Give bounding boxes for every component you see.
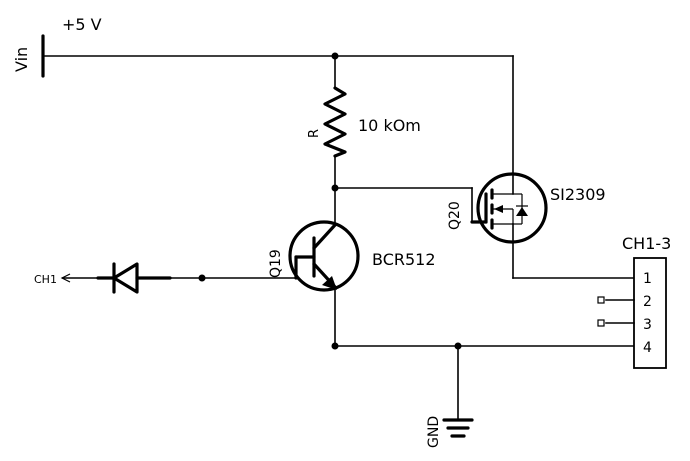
resistor-value-label: 10 kOm [358,116,421,135]
pmos-ref-label: Q20 [447,201,463,230]
supply-voltage-label: +5 V [62,15,102,34]
connector-pin-label: 3 [643,317,652,333]
pmos-transistor-symbol [470,172,548,244]
unconnected-pin-marker [597,296,605,304]
pmos-part-label: SI2309 [550,185,606,204]
resistor-symbol [323,55,347,189]
supply-net-label: Vin [12,47,31,72]
input-arrow-icon [60,273,99,283]
npn-transistor-symbol [288,220,360,292]
connector-pin-label: 4 [643,340,652,356]
ground-icon [442,418,474,438]
input-net-label: CH1 [34,273,57,286]
connector-pin-label: 1 [643,271,652,287]
npn-ref-label: Q19 [268,249,284,278]
ground-net-label: GND [426,416,442,448]
connector-body [633,257,667,369]
supply-symbol [41,34,514,78]
connector-ref-label: CH1-3 [622,234,671,253]
npn-part-label: BCR512 [372,250,436,269]
unconnected-pin-marker [597,319,605,327]
resistor-ref-label: R [307,129,322,138]
junction-dot [331,342,339,350]
junction-dot [198,274,206,282]
connector-pin-label: 2 [643,294,652,310]
diode-symbol [96,262,172,294]
